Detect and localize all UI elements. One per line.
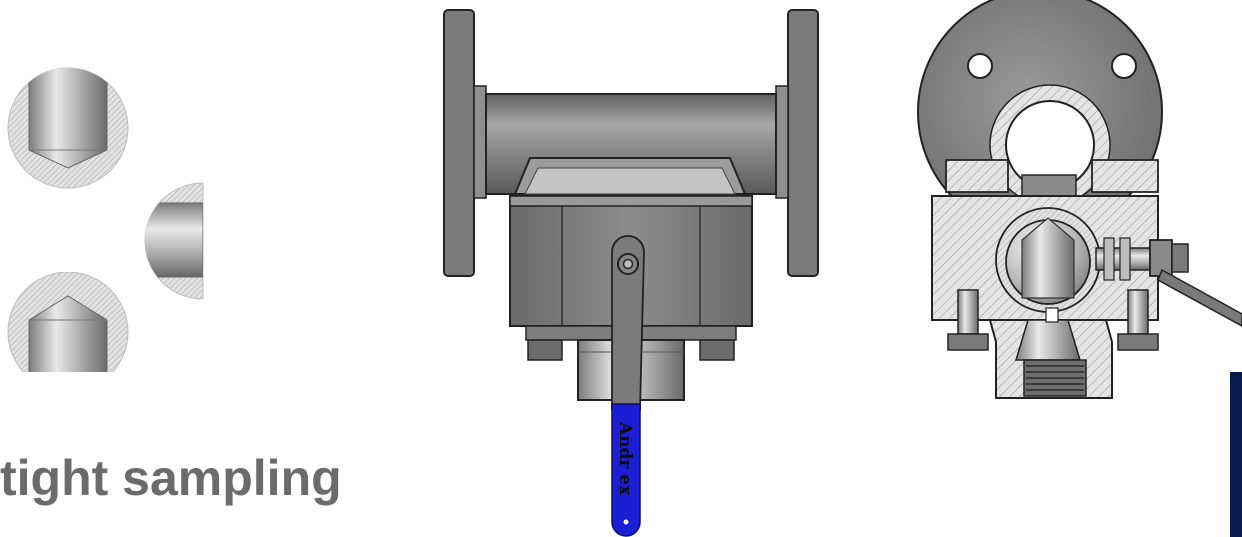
- bolt-right: [699, 339, 735, 361]
- valve-front-view: Andr ex: [443, 9, 819, 537]
- handle-grip: [611, 403, 641, 537]
- handle-brand-text: Andr ex: [615, 421, 635, 496]
- plug-tip-inset-top: [7, 67, 129, 189]
- plug-tip-inset-middle: [144, 182, 204, 300]
- bolt-section-right: [1117, 289, 1159, 351]
- outlet-thread: [1023, 359, 1087, 397]
- lever-section: [1157, 268, 1242, 327]
- valve-section-view: [917, 0, 1242, 399]
- bolt-section-left: [947, 289, 989, 351]
- bolt-hole-right: [1111, 53, 1137, 79]
- handle-lever: [611, 235, 645, 411]
- bolt-hole-left: [967, 53, 993, 79]
- flange-left: [443, 9, 487, 277]
- flange-right: [775, 9, 819, 277]
- caption-text: tight sampling: [0, 450, 342, 506]
- plug-tip-inset-bottom: [7, 272, 129, 372]
- bolt-left: [527, 339, 563, 361]
- slide-edge-strip: [1230, 372, 1242, 537]
